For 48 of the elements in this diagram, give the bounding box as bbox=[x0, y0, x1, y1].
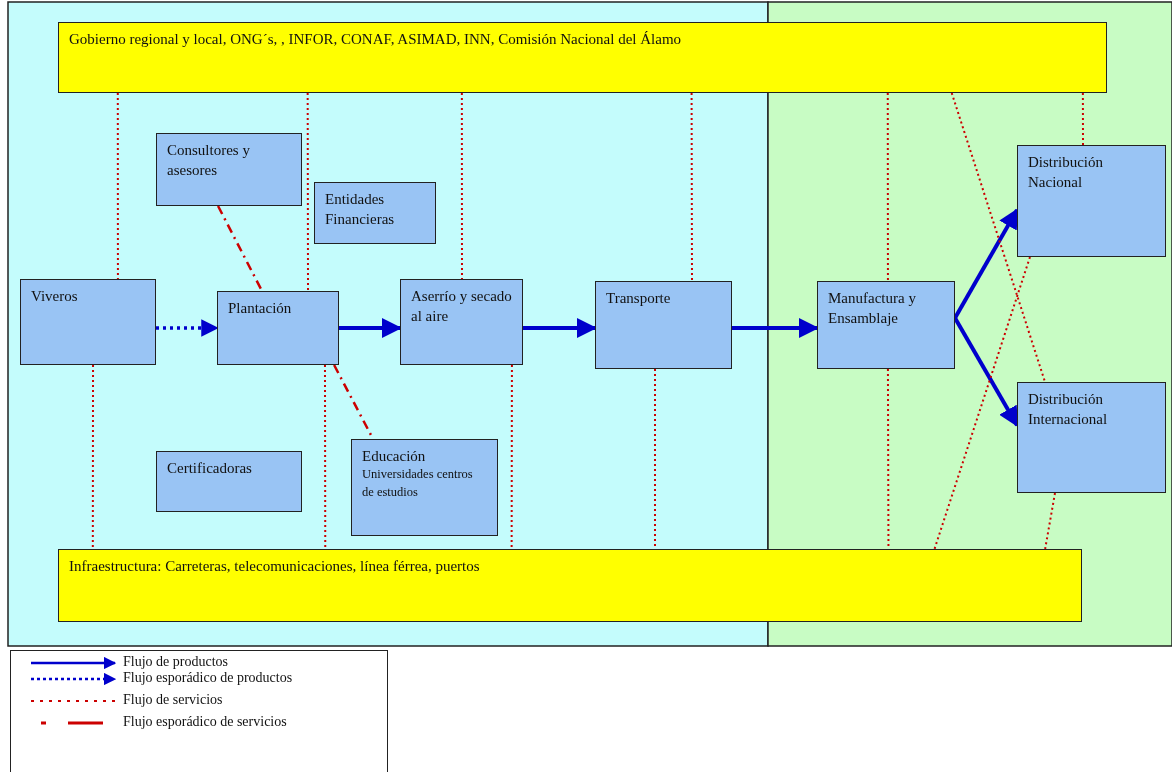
connector-line bbox=[886, 92, 889, 282]
legend-text: Flujo de servicios bbox=[123, 692, 223, 708]
arrow bbox=[339, 318, 402, 338]
process-box bbox=[1017, 382, 1166, 493]
arrow bbox=[523, 318, 597, 338]
process-box bbox=[817, 281, 955, 369]
process-box bbox=[20, 279, 156, 365]
node-label: Viveros bbox=[31, 287, 79, 306]
legend-text: Flujo esporádico de servicios bbox=[123, 714, 287, 730]
info-band bbox=[58, 22, 1107, 93]
process-box bbox=[595, 281, 732, 369]
node-label: Certificadoras bbox=[167, 459, 253, 478]
node-subtext: Universidades centros de estudios bbox=[362, 466, 474, 501]
process-box bbox=[217, 291, 339, 365]
connector-line bbox=[306, 92, 309, 292]
arrow bbox=[953, 316, 1019, 427]
process-box bbox=[351, 439, 498, 536]
node-label: Infraestructura: Carreteras, telecomunicaciones, línea férrea, puertos bbox=[69, 557, 481, 576]
connector-line bbox=[216, 205, 264, 292]
arrow bbox=[953, 208, 1019, 319]
connector-line bbox=[1081, 92, 1084, 146]
node-label: Gobierno regional y local, ONG´s, , INFOR, CONAF, ASIMAD, INN, Comisión Nacional del Álamo bbox=[69, 30, 683, 49]
legend-text: Flujo esporádico de productos bbox=[123, 670, 293, 686]
process-box bbox=[1017, 145, 1166, 257]
node-label: Distribución Internacional bbox=[1028, 390, 1109, 430]
node-label: Educación bbox=[362, 447, 427, 466]
process-box bbox=[400, 279, 523, 365]
node-label: Plantación bbox=[228, 299, 293, 318]
connector-line bbox=[323, 364, 327, 550]
connector-line bbox=[933, 256, 1031, 550]
connector-line bbox=[510, 364, 513, 550]
legend-text: Flujo de productos bbox=[123, 654, 228, 670]
connector-line bbox=[91, 364, 95, 550]
node-label: Entidades Financieras bbox=[325, 190, 396, 230]
process-box bbox=[156, 451, 302, 512]
connector-line bbox=[690, 92, 693, 282]
connector-line bbox=[1044, 492, 1056, 550]
node-label: Consultores y asesores bbox=[167, 141, 251, 181]
node-label: Aserrío y secado al aire bbox=[411, 287, 512, 327]
process-box bbox=[314, 182, 436, 244]
arrow bbox=[732, 318, 819, 338]
node-label: Distribución Nacional bbox=[1028, 153, 1104, 193]
arrow bbox=[156, 319, 219, 337]
node-label: Manufactura y Ensamblaje bbox=[828, 289, 917, 329]
node-label: Transporte bbox=[606, 289, 672, 308]
process-box bbox=[156, 133, 302, 206]
info-band bbox=[58, 549, 1082, 622]
connector-line bbox=[950, 92, 1046, 383]
